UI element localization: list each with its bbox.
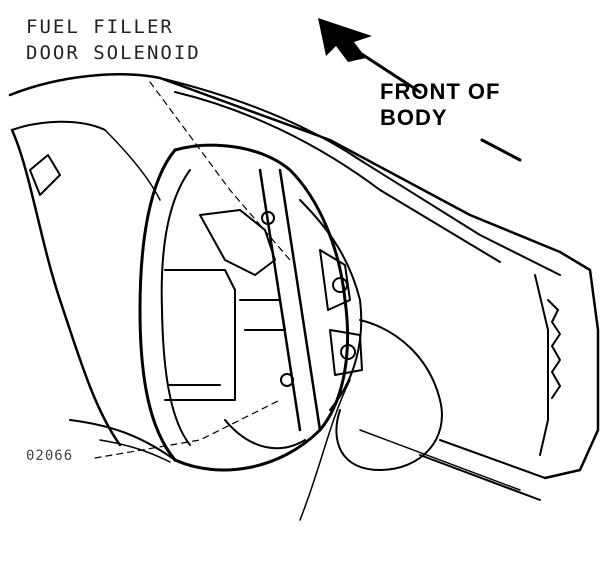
lower-body-lines bbox=[69, 419, 176, 463]
direction-label-line2: BODY bbox=[380, 105, 448, 130]
filler-housing bbox=[138, 143, 350, 472]
direction-label-line1: FRONT OF bbox=[380, 79, 501, 104]
leader-lines bbox=[94, 81, 291, 459]
body-panel-lines bbox=[8, 73, 600, 501]
left-panel bbox=[10, 120, 161, 447]
mounting-bracket bbox=[258, 168, 363, 432]
solenoid-callout-line1: FUEL FILLER bbox=[26, 16, 174, 38]
direction-arrow-icon bbox=[318, 18, 522, 162]
part-number: 02066 bbox=[26, 448, 74, 464]
solenoid-wire bbox=[299, 319, 443, 521]
solenoid-callout-line2: DOOR SOLENOID bbox=[26, 42, 201, 64]
